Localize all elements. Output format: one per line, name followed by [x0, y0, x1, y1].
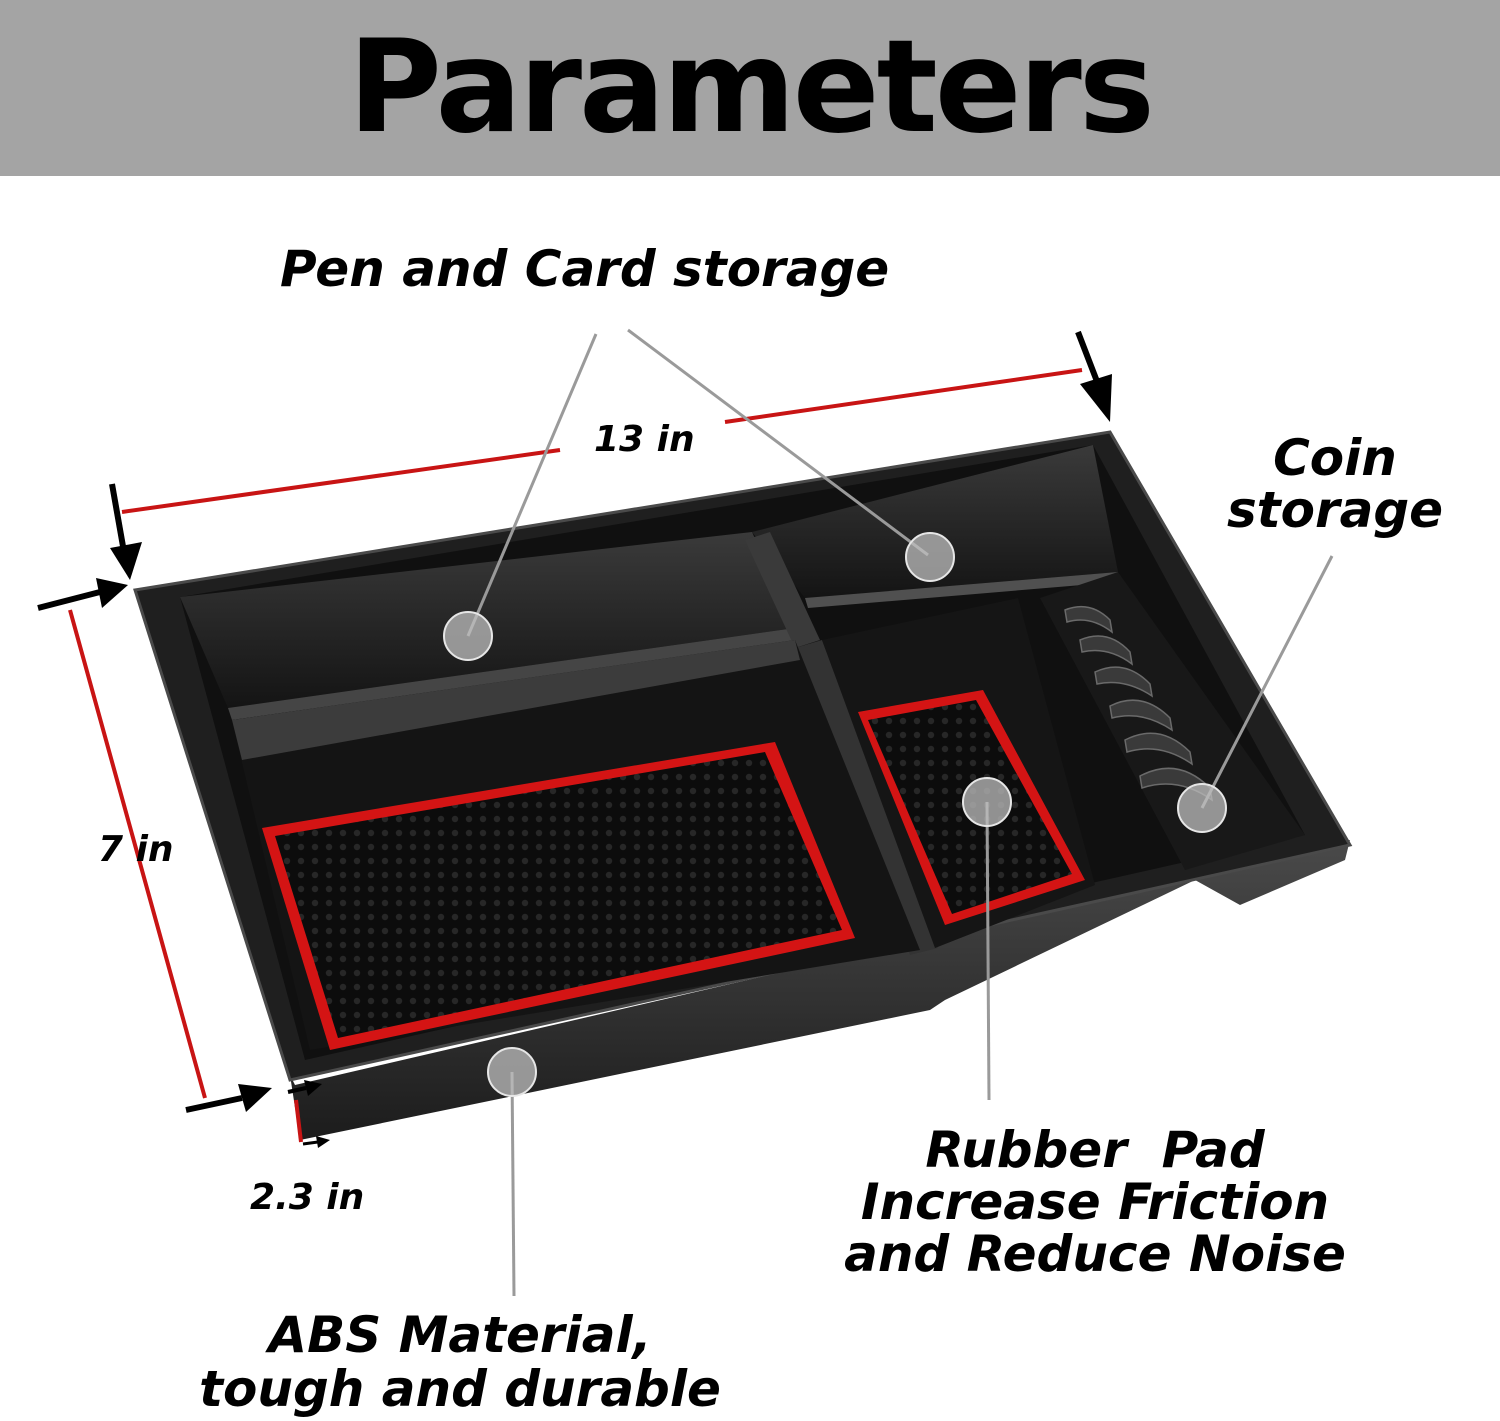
arrow-right-top-icon — [37, 578, 128, 611]
dimension-arrows — [37, 330, 1112, 1148]
rubber-pad-line-1: Rubber Pad — [925, 1121, 1265, 1179]
rubber-pad-label: Rubber Pad Increase Friction and Reduce … — [830, 1124, 1360, 1280]
abs-material-label: ABS Material, tough and durable — [180, 1308, 740, 1416]
length-dimension-line-right — [724, 368, 1083, 424]
abs-material-marker — [487, 1047, 537, 1097]
width-dimension-label: 7 in — [98, 829, 174, 870]
arrow-right-bottom-icon — [185, 1084, 272, 1113]
dimension-lines — [68, 368, 1083, 1143]
abs-material-line-1: ABS Material, — [268, 1306, 652, 1364]
rubber-pad-marker — [962, 777, 1012, 827]
coin-storage-line-2: storage — [1226, 481, 1444, 539]
height-dimension-line — [294, 1099, 303, 1143]
coin-slot-ridges — [1064, 605, 1214, 802]
pen-card-storage-label: Pen and Card storage — [280, 240, 890, 298]
length-dimension-line-left — [121, 448, 561, 514]
rubber-pad-line-3: and Reduce Noise — [844, 1225, 1346, 1283]
coin-storage-marker — [1177, 783, 1227, 833]
abs-material-line-2: tough and durable — [199, 1360, 721, 1418]
page-title: Parameters — [348, 13, 1155, 162]
pen-storage-marker — [443, 611, 493, 661]
width-dimension-line — [68, 609, 207, 1099]
arrow-right-height-icon — [287, 1080, 330, 1148]
callout-pointers — [466, 328, 1334, 1297]
coin-storage-label: Coin storage — [1195, 432, 1475, 536]
title-banner — [0, 0, 1500, 176]
arrow-down-right-icon — [1075, 330, 1112, 422]
height-dimension-label: 2.3 in — [250, 1177, 365, 1218]
console-tray-illustration — [133, 430, 1353, 1140]
arrow-down-left-icon — [109, 483, 142, 580]
coin-storage-line-1: Coin — [1273, 429, 1397, 487]
rubber-pad-line-2: Increase Friction — [860, 1173, 1330, 1231]
length-dimension-label: 13 in — [594, 419, 695, 460]
callout-markers — [443, 532, 1227, 1097]
card-storage-marker — [905, 532, 955, 582]
